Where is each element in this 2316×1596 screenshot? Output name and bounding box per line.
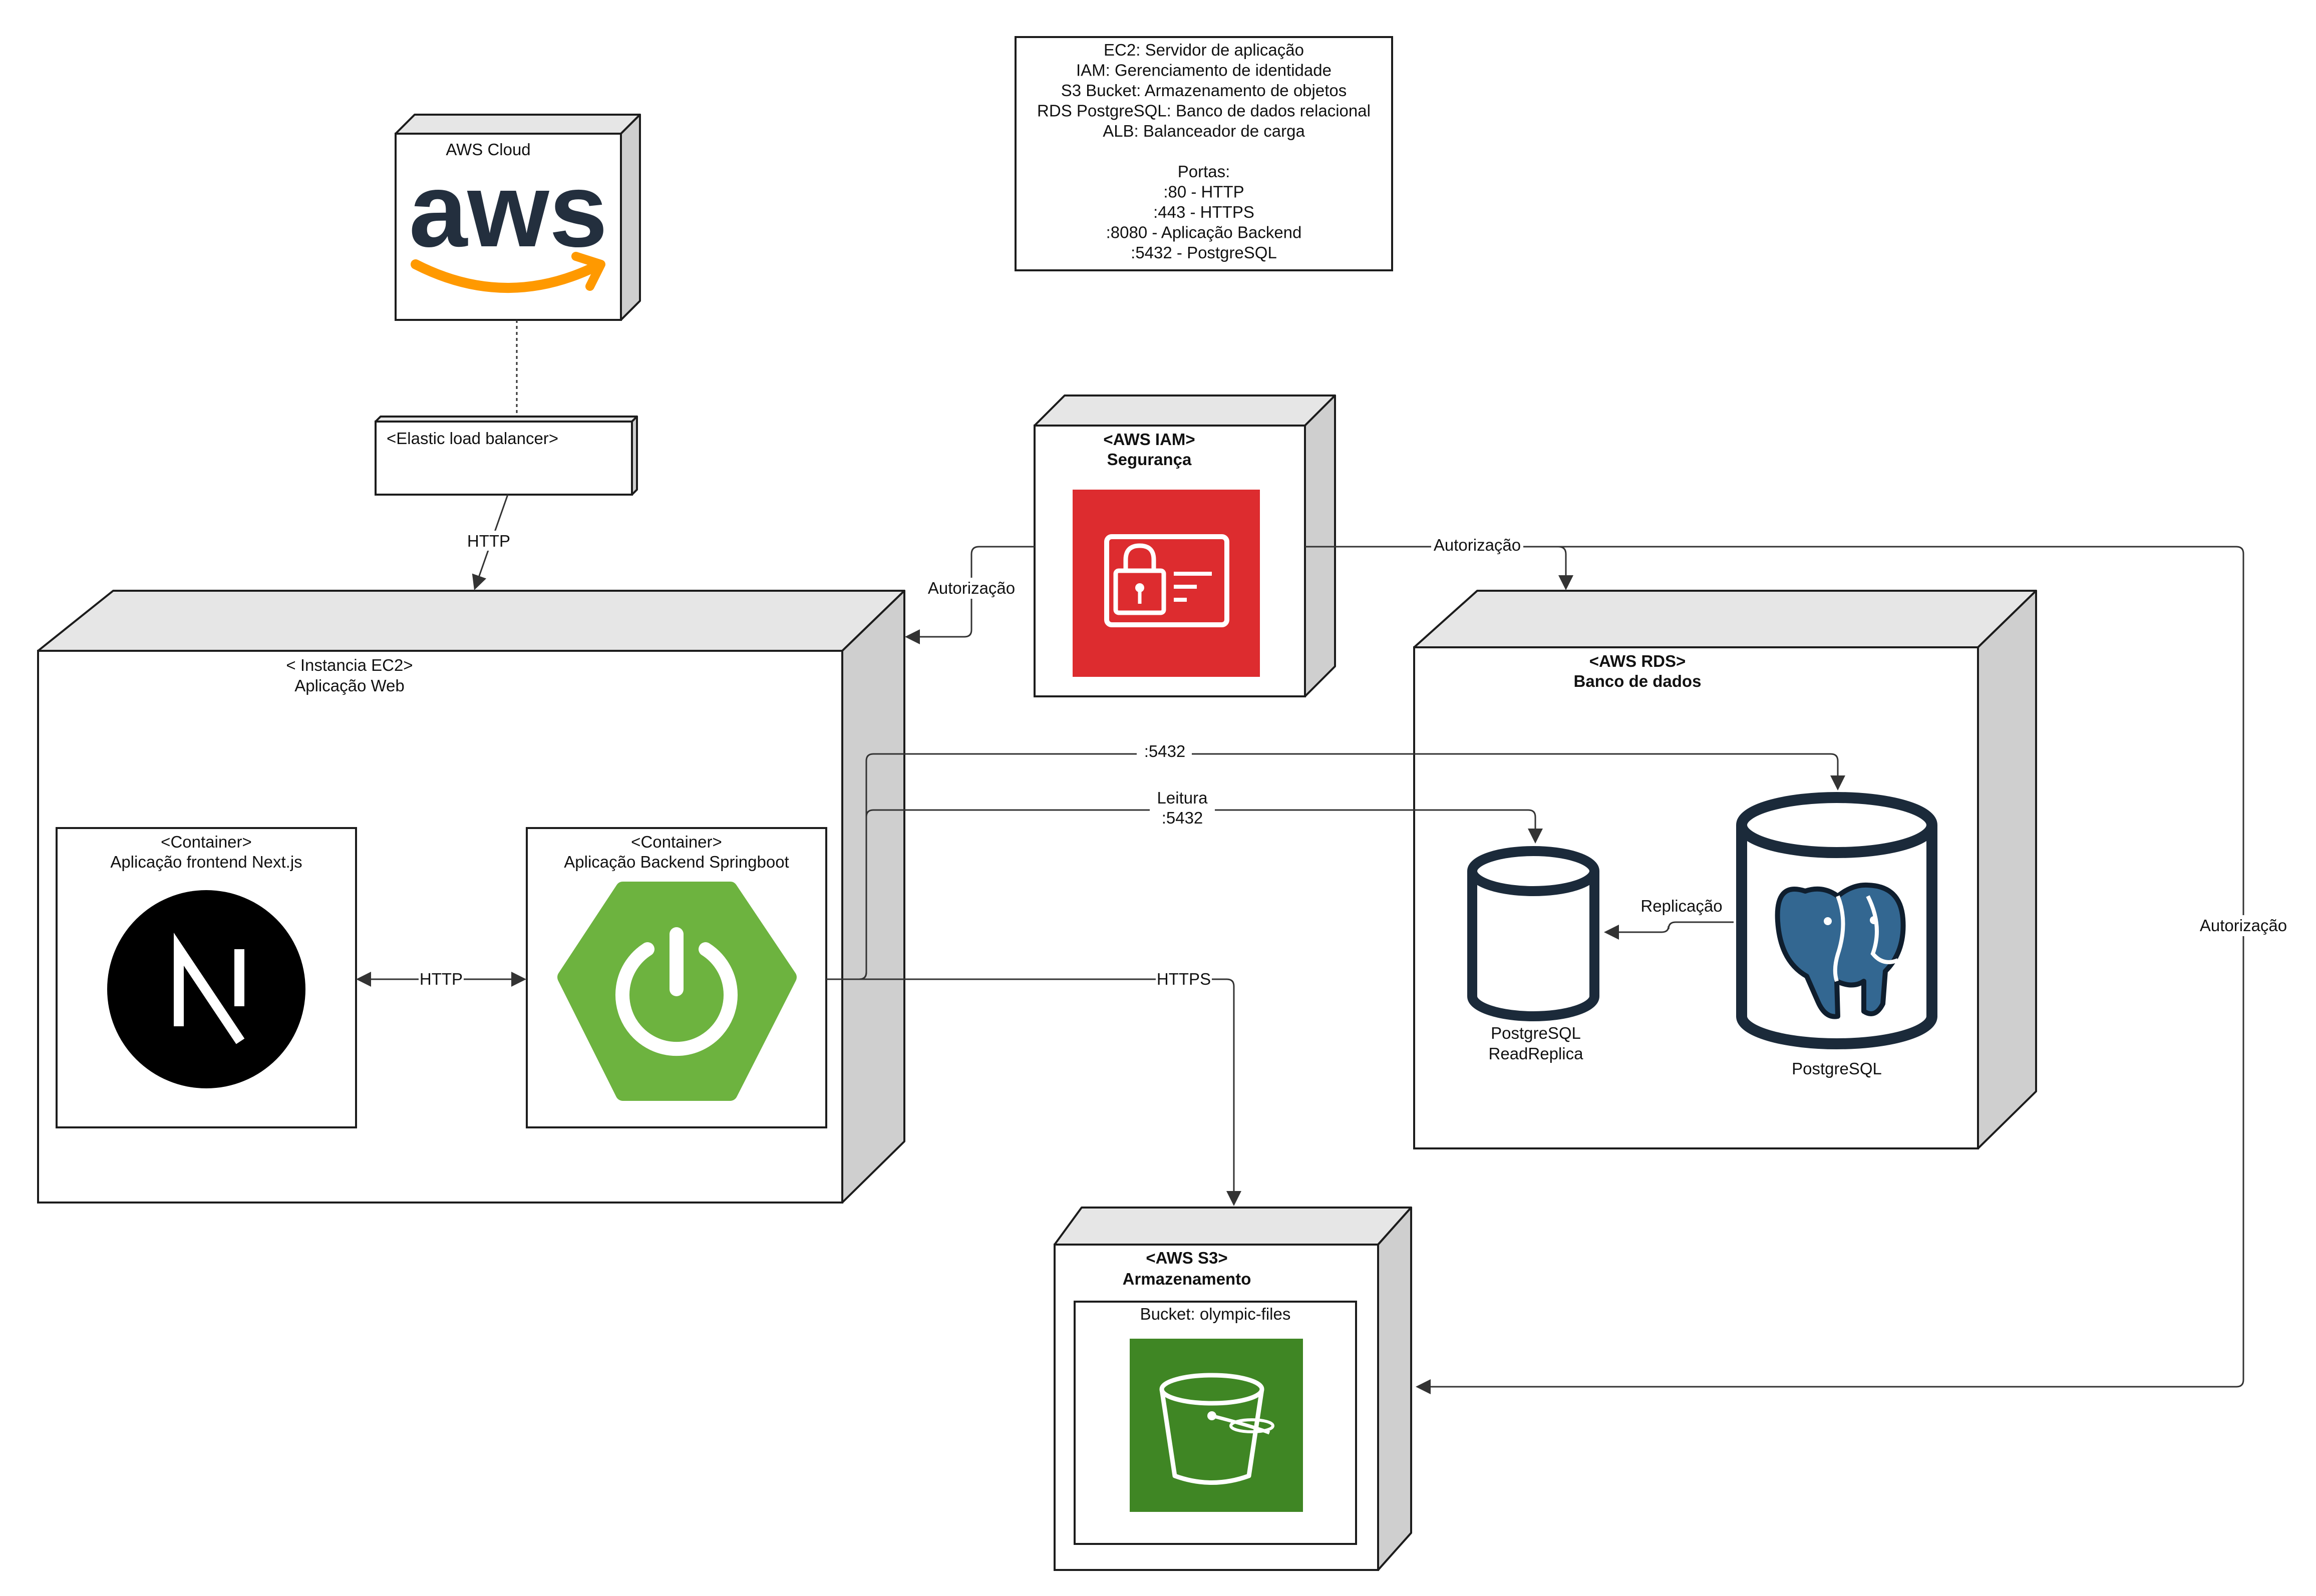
iam-title-2: Segurança <box>1107 450 1192 469</box>
legend-line: IAM: Gerenciamento de identidade <box>1076 61 1332 80</box>
edge-label-backend-s3: HTTPS <box>1157 970 1211 988</box>
edge-label-backend-replica-2: :5432 <box>1162 809 1203 827</box>
edge-frontend-backend: HTTP <box>356 969 526 989</box>
aws-cloud-title: AWS Cloud <box>446 140 530 159</box>
read-replica-db: PostgreSQL ReadReplica <box>1467 846 1599 1063</box>
legend-line: RDS PostgreSQL: Banco de dados relaciona… <box>1037 102 1371 120</box>
rds-title-1: <AWS RDS> <box>1589 652 1686 670</box>
edge-label-frontend-backend: HTTP <box>420 970 463 988</box>
legend-line: EC2: Servidor de aplicação <box>1104 41 1304 59</box>
ec2-title-1: < Instancia EC2> <box>286 656 413 674</box>
postgresql-elephant-icon <box>1775 882 1906 1019</box>
aws-logo-icon: aws <box>409 151 608 293</box>
legend-line: :80 - HTTP <box>1163 183 1244 201</box>
s3-title-2: Armazenamento <box>1123 1270 1251 1288</box>
legend-line: Portas: <box>1178 162 1230 181</box>
edge-iam-rds: Autorização <box>1305 535 1573 590</box>
edge-iam-ec2: Autorização <box>905 546 1035 644</box>
aws-cloud-node: AWS Cloud aws <box>395 114 641 321</box>
edge-label-iam-rds: Autorização <box>1434 536 1521 554</box>
ec2-title-2: Aplicação Web <box>294 676 405 695</box>
s3-title-1: <AWS S3> <box>1146 1249 1227 1267</box>
replica-title-1: PostgreSQL <box>1491 1024 1581 1042</box>
backend-container: <Container> Aplicação Backend Springboot <box>526 827 827 1128</box>
replica-title-2: ReadReplica <box>1489 1044 1584 1063</box>
frontend-container: <Container> Aplicação frontend Next.js <box>56 827 357 1128</box>
frontend-title-1: <Container> <box>161 833 252 851</box>
nextjs-logo-icon <box>107 890 305 1088</box>
spring-power-icon <box>557 882 797 1101</box>
backend-title-1: <Container> <box>631 833 722 851</box>
iam-node: <AWS IAM> Segurança <box>1034 394 1336 697</box>
iam-title-1: <AWS IAM> <box>1103 430 1195 449</box>
edge-replication: Replicação <box>1604 896 1734 940</box>
backend-title-2: Aplicação Backend Springboot <box>564 853 789 871</box>
aws-logo-text: aws <box>409 151 608 269</box>
database-cylinder-icon <box>1467 846 1599 1021</box>
edge-label-backend-postgres: :5432 <box>1144 742 1186 760</box>
frontend-title-2: Aplicação frontend Next.js <box>110 853 302 871</box>
legend-line: S3 Bucket: Armazenamento de objetos <box>1061 81 1347 100</box>
legend-line: ALB: Balanceador de carga <box>1103 122 1305 140</box>
edge-label-iam-s3: Autorização <box>2200 916 2287 935</box>
edge-label-elb-ec2: HTTP <box>467 532 510 550</box>
bucket-title: Bucket: olympic-files <box>1140 1305 1291 1323</box>
legend-line: :443 - HTTPS <box>1153 203 1254 221</box>
edge-label-replication: Replicação <box>1640 897 1722 915</box>
rds-title-2: Banco de dados <box>1574 672 1702 690</box>
edge-label-iam-ec2: Autorização <box>928 579 1015 597</box>
postgresql-db: PostgreSQL <box>1736 792 1937 1078</box>
elb-node: <Elastic load balancer> <box>375 416 638 496</box>
postgres-title: PostgreSQL <box>1792 1059 1882 1078</box>
s3-bucket-icon <box>1130 1339 1303 1512</box>
iam-lock-card-icon <box>1073 490 1260 677</box>
edge-backend-s3: HTTPS <box>826 969 1241 1206</box>
legend-line: :5432 - PostgreSQL <box>1131 243 1277 262</box>
edge-iam-s3: Autorização <box>1416 546 2289 1394</box>
edge-label-backend-replica-1: Leitura <box>1157 788 1208 807</box>
elb-title: <Elastic load balancer> <box>387 429 558 448</box>
edge-backend-replica: Leitura :5432 <box>826 788 1543 980</box>
edge-elb-ec2: HTTP <box>465 494 513 590</box>
legend-line: :8080 - Aplicação Backend <box>1106 223 1302 242</box>
bucket-container: Bucket: olympic-files <box>1074 1301 1357 1545</box>
